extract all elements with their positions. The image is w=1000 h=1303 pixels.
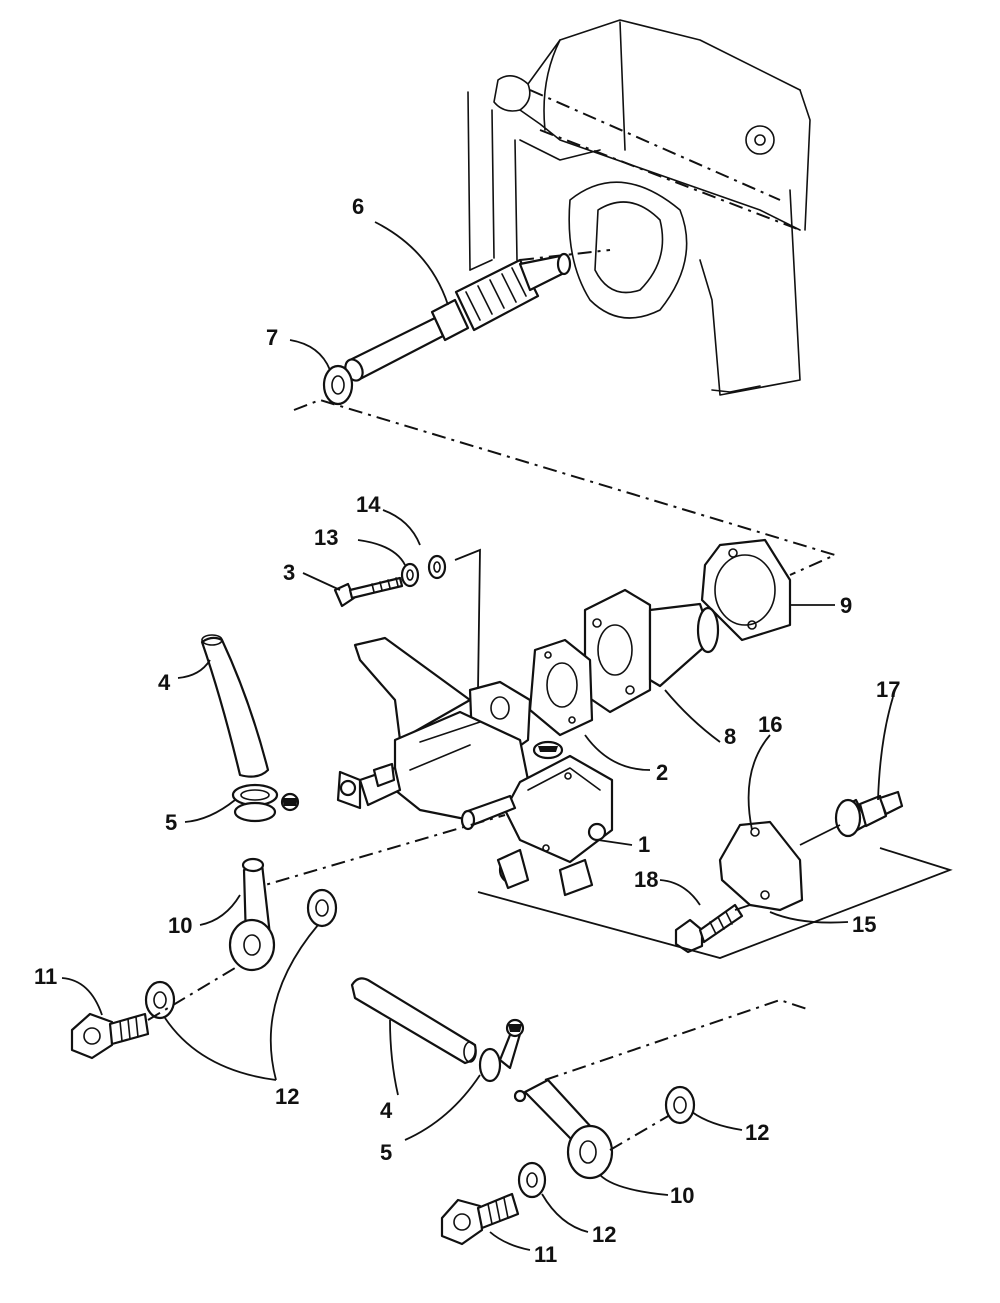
banjo-bolt-part-11-left [70, 1012, 150, 1060]
callout-12-left: 12 [275, 1084, 299, 1109]
callout-14: 14 [356, 492, 381, 517]
callout-5-upper: 5 [165, 810, 177, 835]
callout-15: 15 [852, 912, 876, 937]
callout-11-bottom: 11 [534, 1242, 557, 1267]
bolt-part-3 [333, 576, 404, 608]
callout-11-left: 11 [34, 964, 57, 989]
screw-part-18 [674, 903, 744, 954]
callout-4-upper: 4 [158, 670, 171, 695]
fuel-hose-part-4-upper [200, 634, 270, 778]
callout-12-right: 12 [745, 1120, 769, 1145]
callout-labels: 6 7 14 13 3 4 5 10 11 12 4 5 10 12 12 11… [34, 194, 900, 1267]
callout-10-lower: 10 [670, 1183, 694, 1208]
callout-5-lower: 5 [380, 1140, 392, 1165]
engine-housing [467, 19, 811, 396]
callout-7: 7 [266, 325, 278, 350]
callout-1: 1 [638, 832, 650, 857]
washer-part-12-upper [306, 888, 338, 928]
banjo-fitting-part-10-upper [228, 857, 276, 972]
callout-16: 16 [758, 712, 782, 737]
plug-part-17 [834, 790, 904, 838]
hose-clamp-part-5-lower [478, 1018, 525, 1083]
hose-clamp-part-5-upper [231, 783, 300, 823]
callout-9: 9 [840, 593, 852, 618]
fuel-hose-part-4-lower [350, 977, 477, 1065]
lock-washer-part-13 [400, 562, 420, 588]
callout-18: 18 [634, 867, 658, 892]
washer-part-14 [427, 554, 447, 580]
fuel-pump-part-1 [336, 636, 614, 897]
washer-part-12-bottom [517, 1161, 547, 1199]
callout-6: 6 [352, 194, 364, 219]
banjo-fitting-part-10-lower [513, 1078, 614, 1180]
callout-12-bottom: 12 [592, 1222, 616, 1247]
cover-plate-part-16 [718, 820, 804, 912]
drive-shaft-part-6 [344, 252, 572, 382]
washer-part-12-left [144, 980, 176, 1020]
callout-13: 13 [314, 525, 338, 550]
gasket-part-9 [700, 538, 792, 642]
callout-3: 3 [283, 560, 295, 585]
callout-2: 2 [656, 760, 668, 785]
washer-part-7 [322, 364, 354, 406]
callout-leaders [61, 221, 894, 1251]
callout-4-lower: 4 [380, 1098, 393, 1123]
washer-part-12-right [664, 1085, 696, 1125]
callout-17: 17 [876, 677, 900, 702]
callout-8: 8 [724, 724, 736, 749]
banjo-bolt-part-11-bottom [440, 1192, 520, 1246]
callout-10-upper: 10 [168, 913, 192, 938]
adapter-part-8 [583, 588, 720, 714]
gasket-part-2 [528, 638, 594, 737]
